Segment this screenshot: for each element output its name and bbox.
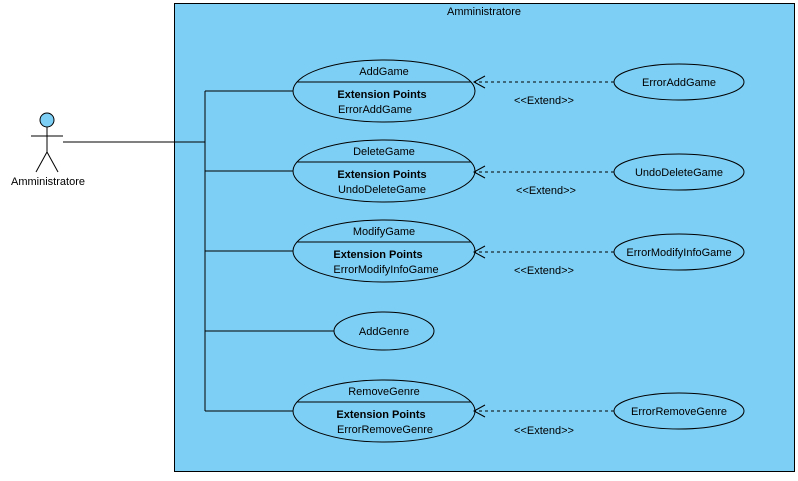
association-lines bbox=[63, 90, 334, 412]
use-case-deletegame[interactable]: DeleteGame Extension Points UndoDeleteGa… bbox=[292, 139, 476, 203]
extension-point: ErrorModifyInfoGame bbox=[333, 264, 438, 276]
use-case-name: ModifyGame bbox=[353, 226, 415, 238]
use-case-name: AddGenre bbox=[359, 326, 409, 338]
extend-label: <<Extend>> bbox=[514, 95, 574, 107]
use-case-modifygame[interactable]: ModifyGame Extension Points ErrorModifyI… bbox=[292, 219, 476, 283]
use-case-addgenre[interactable]: AddGenre bbox=[333, 311, 435, 351]
extend-relationship-addgame[interactable] bbox=[472, 75, 614, 89]
actor-name: Amministratore bbox=[11, 176, 85, 188]
use-case-errormodifyinfogame[interactable]: ErrorModifyInfoGame bbox=[613, 233, 745, 271]
open-arrowhead-icon bbox=[472, 165, 486, 179]
use-case-addgame[interactable]: AddGame Extension Points ErrorAddGame bbox=[292, 59, 476, 123]
actor-left-leg bbox=[35, 151, 48, 173]
extend-label: <<Extend>> bbox=[514, 265, 574, 277]
extend-label: <<Extend>> bbox=[514, 425, 574, 437]
actor-amministratore[interactable]: Amministratore bbox=[11, 112, 85, 188]
open-arrowhead-icon bbox=[472, 245, 486, 259]
extension-points-heading: Extension Points bbox=[337, 89, 426, 101]
extend-label: <<Extend>> bbox=[516, 185, 576, 197]
open-arrowhead-icon bbox=[472, 75, 486, 89]
use-case-name: AddGame bbox=[359, 66, 409, 78]
extension-points-heading: Extension Points bbox=[337, 169, 426, 181]
use-case-name: DeleteGame bbox=[353, 146, 415, 158]
use-case-name: ErrorAddGame bbox=[642, 77, 716, 89]
extension-point: ErrorAddGame bbox=[338, 104, 412, 116]
actor-head bbox=[39, 112, 55, 128]
extend-relationship-removegenre[interactable] bbox=[472, 404, 614, 418]
use-case-removegenre[interactable]: RemoveGenre Extension Points ErrorRemove… bbox=[292, 379, 476, 443]
actor-right-leg bbox=[46, 151, 59, 173]
open-arrowhead-icon bbox=[472, 404, 486, 418]
extend-relationship-deletegame[interactable] bbox=[472, 165, 614, 179]
extension-point: UndoDeleteGame bbox=[338, 184, 426, 196]
use-case-name: RemoveGenre bbox=[348, 386, 420, 398]
use-case-name: ErrorModifyInfoGame bbox=[626, 247, 731, 259]
use-case-name: UndoDeleteGame bbox=[635, 167, 723, 179]
extend-relationship-modifygame[interactable] bbox=[472, 245, 614, 259]
use-case-undodeletegame[interactable]: UndoDeleteGame bbox=[613, 153, 745, 191]
use-case-name: ErrorRemoveGenre bbox=[631, 406, 727, 418]
system-name: Amministratore bbox=[447, 6, 521, 18]
extension-point: ErrorRemoveGenre bbox=[337, 424, 433, 436]
extension-points-heading: Extension Points bbox=[336, 409, 425, 421]
use-case-erroraddgame[interactable]: ErrorAddGame bbox=[613, 63, 745, 101]
use-case-errorremovegenre[interactable]: ErrorRemoveGenre bbox=[613, 392, 745, 430]
extension-points-heading: Extension Points bbox=[333, 249, 422, 261]
